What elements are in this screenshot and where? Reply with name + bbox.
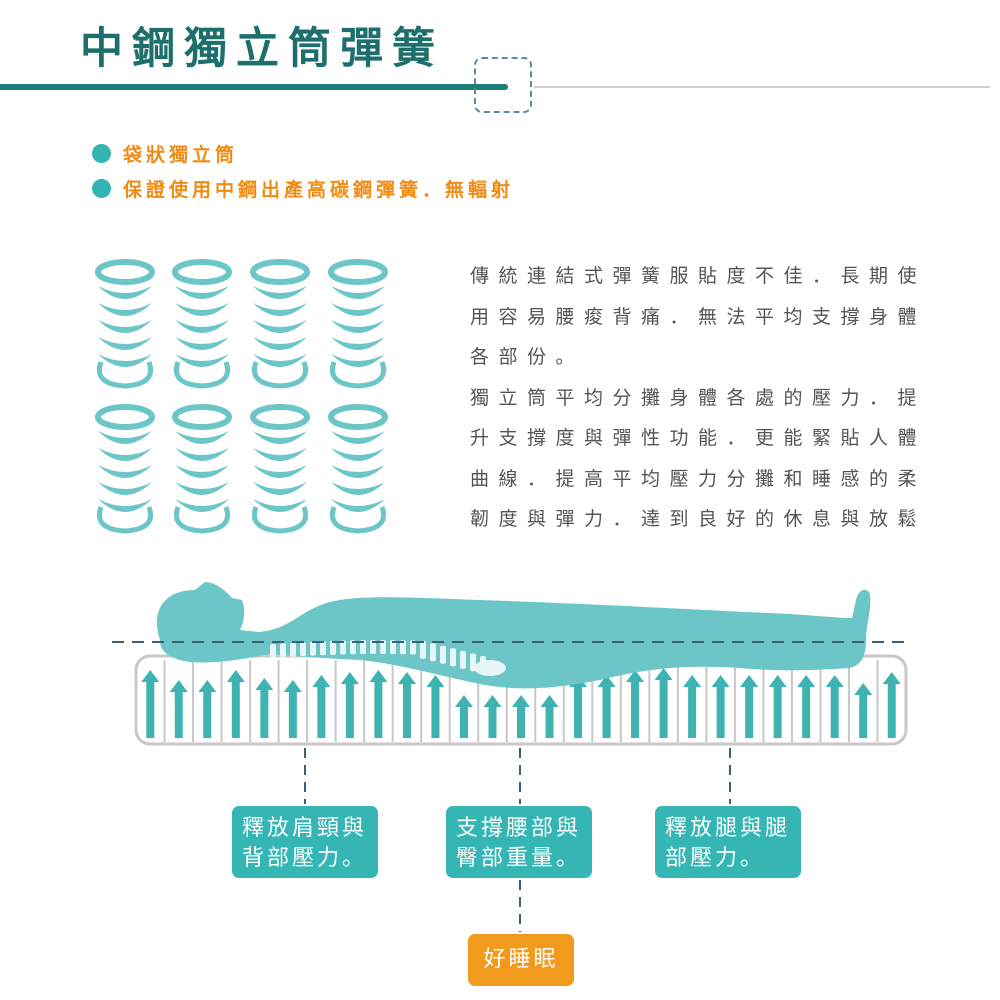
vertebra xyxy=(290,642,296,657)
description-line: 獨立筒平均分攤身體各處的壓力．提 xyxy=(470,386,927,409)
support-arrow-icon xyxy=(626,670,645,738)
spring-icon xyxy=(250,404,310,534)
vertebra xyxy=(390,640,396,655)
support-arrow-icon xyxy=(312,675,331,738)
callout-waist-hip: 支撐腰部與 臀部重量。 xyxy=(446,806,592,878)
vertebra xyxy=(430,643,436,662)
spring-icon xyxy=(95,259,155,389)
support-arrow-icon xyxy=(512,695,530,738)
support-arrow-icon xyxy=(683,675,702,738)
spring-icon xyxy=(95,404,155,534)
description-line: 韌度與彈力．達到良好的休息與放鬆 xyxy=(470,508,927,530)
vertebra xyxy=(320,641,326,656)
support-arrow-icon xyxy=(283,680,302,738)
support-arrow-icon xyxy=(654,668,673,738)
description-line: 曲線．提高平均壓力分攤和睡感的柔 xyxy=(470,467,927,490)
human-body-silhouette xyxy=(156,582,871,689)
support-arrow-icon xyxy=(397,672,416,738)
vertebra xyxy=(380,640,386,655)
support-arrow-icon xyxy=(882,672,901,738)
support-arrow-icon xyxy=(426,675,445,738)
description-line: 用容易腰痠背痛．無法平均支撐身體 xyxy=(470,305,927,328)
support-arrow-icon xyxy=(454,695,473,738)
vertebra xyxy=(310,641,316,656)
vertebra xyxy=(330,640,336,655)
page-title: 中鋼獨立筒彈簧 xyxy=(80,24,444,74)
pelvis xyxy=(474,660,506,676)
bullet-dot-icon xyxy=(92,144,111,163)
callout-line: 釋放肩頸與 xyxy=(242,816,368,841)
support-arrow-icon xyxy=(226,670,245,738)
support-arrows xyxy=(141,660,901,742)
vertebra xyxy=(340,640,346,655)
callout-line: 部壓力。 xyxy=(665,846,766,871)
bullet-label: 保證使用中鋼出產高碳鋼彈簧．無輻射 xyxy=(123,179,515,201)
support-arrow-icon xyxy=(169,680,188,738)
spring-icon xyxy=(172,404,232,534)
support-arrow-icon xyxy=(768,675,787,738)
callout-line: 背部壓力。 xyxy=(242,846,368,871)
support-arrow-icon xyxy=(198,680,217,738)
vertebra xyxy=(450,648,456,667)
description-line: 各部份。 xyxy=(470,346,585,368)
support-arrow-icon xyxy=(597,675,616,738)
vertebra xyxy=(370,640,376,655)
bullet-item: 保證使用中鋼出產高碳鋼彈簧．無輻射 xyxy=(92,175,514,202)
spring-icon xyxy=(250,259,310,389)
callout-line: 臀部重量。 xyxy=(456,846,582,871)
good-sleep-badge: 好睡眠 xyxy=(468,934,574,986)
vertebra xyxy=(350,640,356,655)
spring-icon xyxy=(328,404,388,534)
support-arrow-icon xyxy=(711,675,730,738)
bullet-item: 袋狀獨立筒 xyxy=(92,140,238,167)
mattress-diagram xyxy=(112,582,910,932)
support-arrow-icon xyxy=(483,695,502,738)
support-arrow-icon xyxy=(854,683,873,738)
callout-line: 釋放腿與腿 xyxy=(665,816,791,841)
vertebra xyxy=(460,650,466,669)
bullet-dot-icon xyxy=(92,179,111,198)
description-text: 傳統連結式彈簧服貼度不佳．長期使 用容易腰痠背痛．無法平均支撐身體 各部份。 獨… xyxy=(470,256,927,540)
callout-line: 支撐腰部與 xyxy=(456,816,582,841)
callout-legs: 釋放腿與腿 部壓力。 xyxy=(655,806,801,878)
spring-icon xyxy=(328,259,388,389)
bullet-label: 袋狀獨立筒 xyxy=(123,144,239,166)
vertebra xyxy=(280,643,286,658)
vertebra xyxy=(440,645,446,664)
support-arrow-icon xyxy=(740,675,759,738)
support-arrow-icon xyxy=(797,675,816,738)
support-arrow-icon xyxy=(141,670,160,738)
support-arrow-icon xyxy=(255,678,274,738)
support-arrow-icon xyxy=(825,675,844,738)
support-arrow-icon xyxy=(569,675,588,738)
spring-icon xyxy=(172,259,232,389)
pocket-springs-illustration xyxy=(95,259,388,534)
support-arrow-icon xyxy=(340,672,359,738)
support-arrow-icon xyxy=(369,670,388,738)
callout-shoulder-back: 釋放肩頸與 背部壓力。 xyxy=(232,806,378,878)
description-line: 傳統連結式彈簧服貼度不佳．長期使 xyxy=(470,265,927,287)
dashed-marker-box xyxy=(474,57,532,113)
vertebra xyxy=(360,640,366,655)
support-arrow-icon xyxy=(540,695,559,738)
vertebra xyxy=(300,642,306,657)
vertebra xyxy=(410,640,416,655)
description-line: 升支撐度與彈性功能．更能緊貼人體 xyxy=(470,427,927,449)
spine-vertebrae xyxy=(270,640,506,676)
vertebra xyxy=(420,640,426,659)
title-underline xyxy=(0,84,508,90)
vertebra xyxy=(400,640,406,655)
divider-line xyxy=(534,86,990,88)
vertebra xyxy=(270,644,276,658)
